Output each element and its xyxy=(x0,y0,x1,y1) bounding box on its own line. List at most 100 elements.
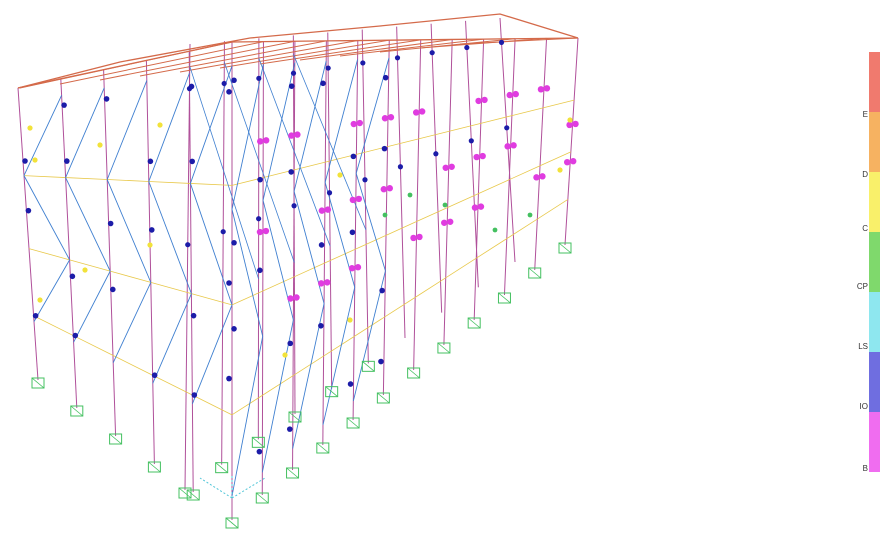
support-symbol xyxy=(286,467,300,479)
hinge-dot xyxy=(282,352,288,358)
hinge-dot xyxy=(189,158,195,165)
legend-label-ls: LS xyxy=(858,342,868,351)
support-symbol xyxy=(497,292,511,304)
support-symbol xyxy=(31,377,45,389)
support-symbol xyxy=(186,489,200,501)
column-line xyxy=(503,38,516,296)
hinge-dot xyxy=(380,186,387,193)
support-symbol xyxy=(147,461,161,473)
brace-line xyxy=(292,303,325,449)
column-line xyxy=(17,87,39,381)
roof-beam xyxy=(339,38,484,57)
column-line xyxy=(292,41,296,471)
support-symbol xyxy=(377,392,390,404)
hinge-dot xyxy=(477,203,485,210)
hinge-dot xyxy=(190,312,197,319)
hinge-dot xyxy=(318,242,325,248)
hinge-dot xyxy=(350,153,357,160)
hinge-dot xyxy=(481,96,488,104)
column-line xyxy=(443,39,453,346)
hinge-dot xyxy=(326,190,333,196)
hinge-dot xyxy=(256,448,263,455)
brace-line xyxy=(73,270,111,343)
hinge-dot xyxy=(386,185,393,192)
hinge-dot xyxy=(287,295,294,302)
hinge-dot xyxy=(387,114,395,121)
floor-beam xyxy=(231,151,572,306)
hinge-dot xyxy=(318,322,324,329)
brace-line xyxy=(106,80,148,180)
legend-band-cp xyxy=(869,232,880,292)
hinge-dot xyxy=(347,381,354,387)
hinge-dot xyxy=(447,218,454,225)
hinge-dot xyxy=(291,203,297,209)
column-line xyxy=(184,43,191,491)
support-symbol xyxy=(225,517,239,529)
hinge-dot xyxy=(318,280,325,287)
support-symbol xyxy=(148,461,161,473)
hinge-dot xyxy=(382,74,389,81)
support-symbol xyxy=(109,433,123,445)
hinge-dot xyxy=(433,151,439,157)
column-line xyxy=(60,78,78,409)
hinge-dot xyxy=(288,83,295,89)
hinge-dot xyxy=(27,125,33,131)
support-symbol xyxy=(467,317,481,329)
hinge-dot xyxy=(381,145,388,152)
column-line xyxy=(473,39,485,321)
hinge-dot xyxy=(72,332,79,339)
legend-band-c xyxy=(869,172,880,232)
legend-label-c: C xyxy=(862,224,868,233)
floor-beam xyxy=(231,199,569,416)
legend-band-ls xyxy=(869,292,880,352)
hinge-dot xyxy=(410,234,417,242)
hinge-dot xyxy=(416,233,423,241)
support-symbol xyxy=(528,267,541,279)
support-symbol xyxy=(70,405,84,417)
brace-line xyxy=(231,336,264,497)
support-symbol xyxy=(288,411,302,423)
hinge-dot xyxy=(557,167,563,173)
support-symbol xyxy=(325,386,338,397)
column-line xyxy=(465,20,479,288)
column-line xyxy=(261,41,264,496)
column-line xyxy=(322,40,327,446)
roof-beam xyxy=(179,40,358,73)
hinge-dot xyxy=(360,60,366,66)
column-line xyxy=(564,37,579,246)
hinge-dot xyxy=(378,358,384,365)
support-symbol xyxy=(252,437,265,448)
brace-line xyxy=(33,259,70,322)
hinge-dot xyxy=(506,91,513,99)
legend-label-io: IO xyxy=(859,402,868,411)
hinge-dot xyxy=(379,287,385,294)
hinge-dot xyxy=(147,158,154,165)
floor-beam xyxy=(33,315,233,416)
brace-line xyxy=(231,64,264,210)
hinge-dot xyxy=(362,177,368,183)
hinge-dot xyxy=(286,426,293,432)
brace-line xyxy=(293,191,325,304)
roof-beam xyxy=(379,38,516,53)
hinge-dot xyxy=(22,158,28,164)
support-symbol xyxy=(346,417,360,429)
hinge-dot xyxy=(512,90,519,98)
hinge-dot xyxy=(151,372,158,379)
hinge-dot xyxy=(64,158,70,164)
hinge-dot xyxy=(220,229,226,235)
hinge-dot xyxy=(533,174,540,181)
hinge-dot xyxy=(442,202,448,208)
structure-3d-view xyxy=(17,13,579,529)
hinge-dot xyxy=(543,85,551,92)
column-line xyxy=(292,35,296,415)
hinge-dot xyxy=(479,152,486,160)
brace-line xyxy=(191,304,233,405)
legend-band-e xyxy=(869,52,880,112)
hinge-dot xyxy=(468,138,474,144)
support-symbol xyxy=(215,462,229,474)
support-symbol xyxy=(346,417,360,429)
hinge-dot xyxy=(97,142,103,148)
support-symbol xyxy=(361,360,375,372)
hinge-dot xyxy=(324,279,331,286)
support-symbol xyxy=(109,433,122,445)
